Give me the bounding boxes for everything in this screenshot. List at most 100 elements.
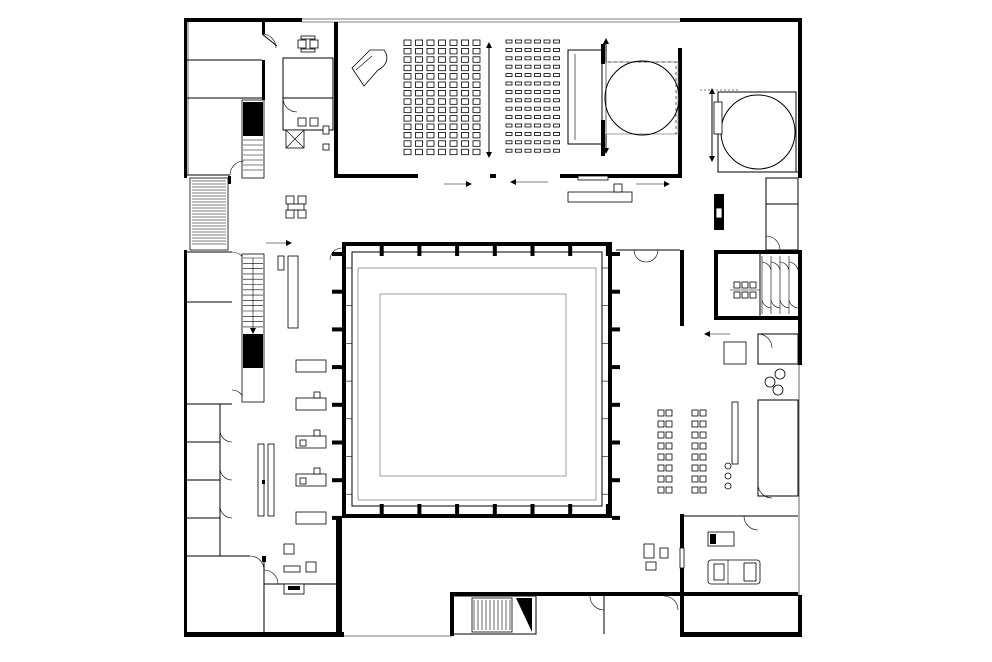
seat [449, 73, 458, 80]
seat [426, 48, 435, 55]
wash-basins [730, 281, 760, 299]
seat [515, 98, 522, 103]
cafe-chair [657, 409, 665, 417]
round-stool [772, 384, 784, 396]
cafe-chair [657, 453, 665, 461]
stage-room [717, 91, 797, 173]
arrow-up-icon [486, 42, 492, 48]
stage-post [601, 44, 605, 64]
seat [461, 98, 469, 105]
stall-door-arc [788, 299, 799, 309]
top-right-room [700, 88, 798, 173]
door-arc [589, 595, 605, 611]
stair-solid-block [243, 102, 263, 136]
cafe-chair [665, 420, 673, 428]
cafe-chair [665, 431, 673, 439]
pedestal [277, 255, 285, 271]
display-table [295, 359, 327, 373]
seat [515, 56, 522, 61]
seat [449, 131, 458, 139]
seat [438, 39, 446, 46]
office-room [757, 399, 799, 497]
reception-counter [567, 191, 633, 203]
seat [415, 140, 423, 147]
bench-marker [262, 480, 265, 484]
revolving-stage [604, 60, 680, 136]
seat [415, 115, 423, 122]
cafe-chair [699, 464, 707, 472]
seat [472, 148, 481, 156]
outer-wall-left-lower [184, 250, 187, 637]
seat [543, 131, 551, 136]
shelf-solid [288, 586, 300, 590]
cafe-chair [699, 409, 707, 417]
seat [505, 140, 513, 145]
seat [403, 140, 412, 147]
seat [515, 90, 522, 94]
pier [379, 246, 384, 256]
display-table [295, 511, 327, 525]
pier [455, 504, 460, 514]
washroom-wall [714, 316, 798, 320]
stair-treads [473, 600, 511, 630]
seat [449, 64, 458, 72]
door-arc [219, 429, 233, 443]
display-shelf [577, 175, 609, 181]
turntable [720, 94, 796, 170]
door-arc [645, 249, 659, 263]
stall-door-arc [761, 261, 772, 271]
cafe-chair [657, 431, 665, 439]
auditorium-wall-bottom-right [560, 174, 678, 178]
seat [438, 90, 446, 97]
courtyard-wall-left [336, 518, 342, 636]
seat [534, 73, 541, 77]
pier [612, 252, 620, 256]
cafe-chair [691, 431, 699, 439]
cafe-chair [699, 453, 707, 461]
round-stool [764, 376, 776, 388]
service-wall-top [450, 592, 680, 596]
seat [472, 39, 481, 46]
seat [524, 56, 532, 61]
seat [438, 98, 446, 105]
arrow-down-icon [603, 148, 609, 154]
arrow-left-icon [704, 331, 710, 337]
seat [415, 148, 423, 156]
door-arc [743, 515, 759, 531]
seat [472, 48, 481, 55]
seat [543, 73, 551, 77]
seat [543, 98, 551, 103]
seat [543, 123, 551, 128]
seat [534, 115, 541, 119]
seat [472, 131, 481, 139]
cafe-chair [665, 409, 673, 417]
seat [426, 98, 435, 105]
door-arc [757, 333, 773, 349]
pier [342, 504, 346, 514]
seat [534, 106, 541, 111]
seat [461, 140, 469, 147]
stair-treads [243, 139, 263, 171]
seat [426, 131, 435, 139]
chair [299, 477, 307, 485]
stall-door-arc [770, 261, 781, 271]
seat [438, 131, 446, 139]
washroom-wall [714, 250, 798, 254]
cafe-chair [691, 453, 699, 461]
stall-door-arc [779, 299, 790, 309]
seat [403, 90, 412, 97]
counter [731, 401, 739, 465]
seat [505, 39, 513, 44]
left-wing [187, 247, 343, 635]
chair [299, 439, 307, 447]
seat [515, 73, 522, 77]
seat [515, 140, 522, 145]
pier [492, 504, 497, 514]
seat [472, 56, 481, 63]
chair [313, 429, 321, 437]
seat [534, 98, 541, 103]
arrow-right-icon [466, 181, 472, 187]
seat [553, 98, 560, 103]
seat [472, 140, 481, 147]
seat [426, 106, 435, 114]
